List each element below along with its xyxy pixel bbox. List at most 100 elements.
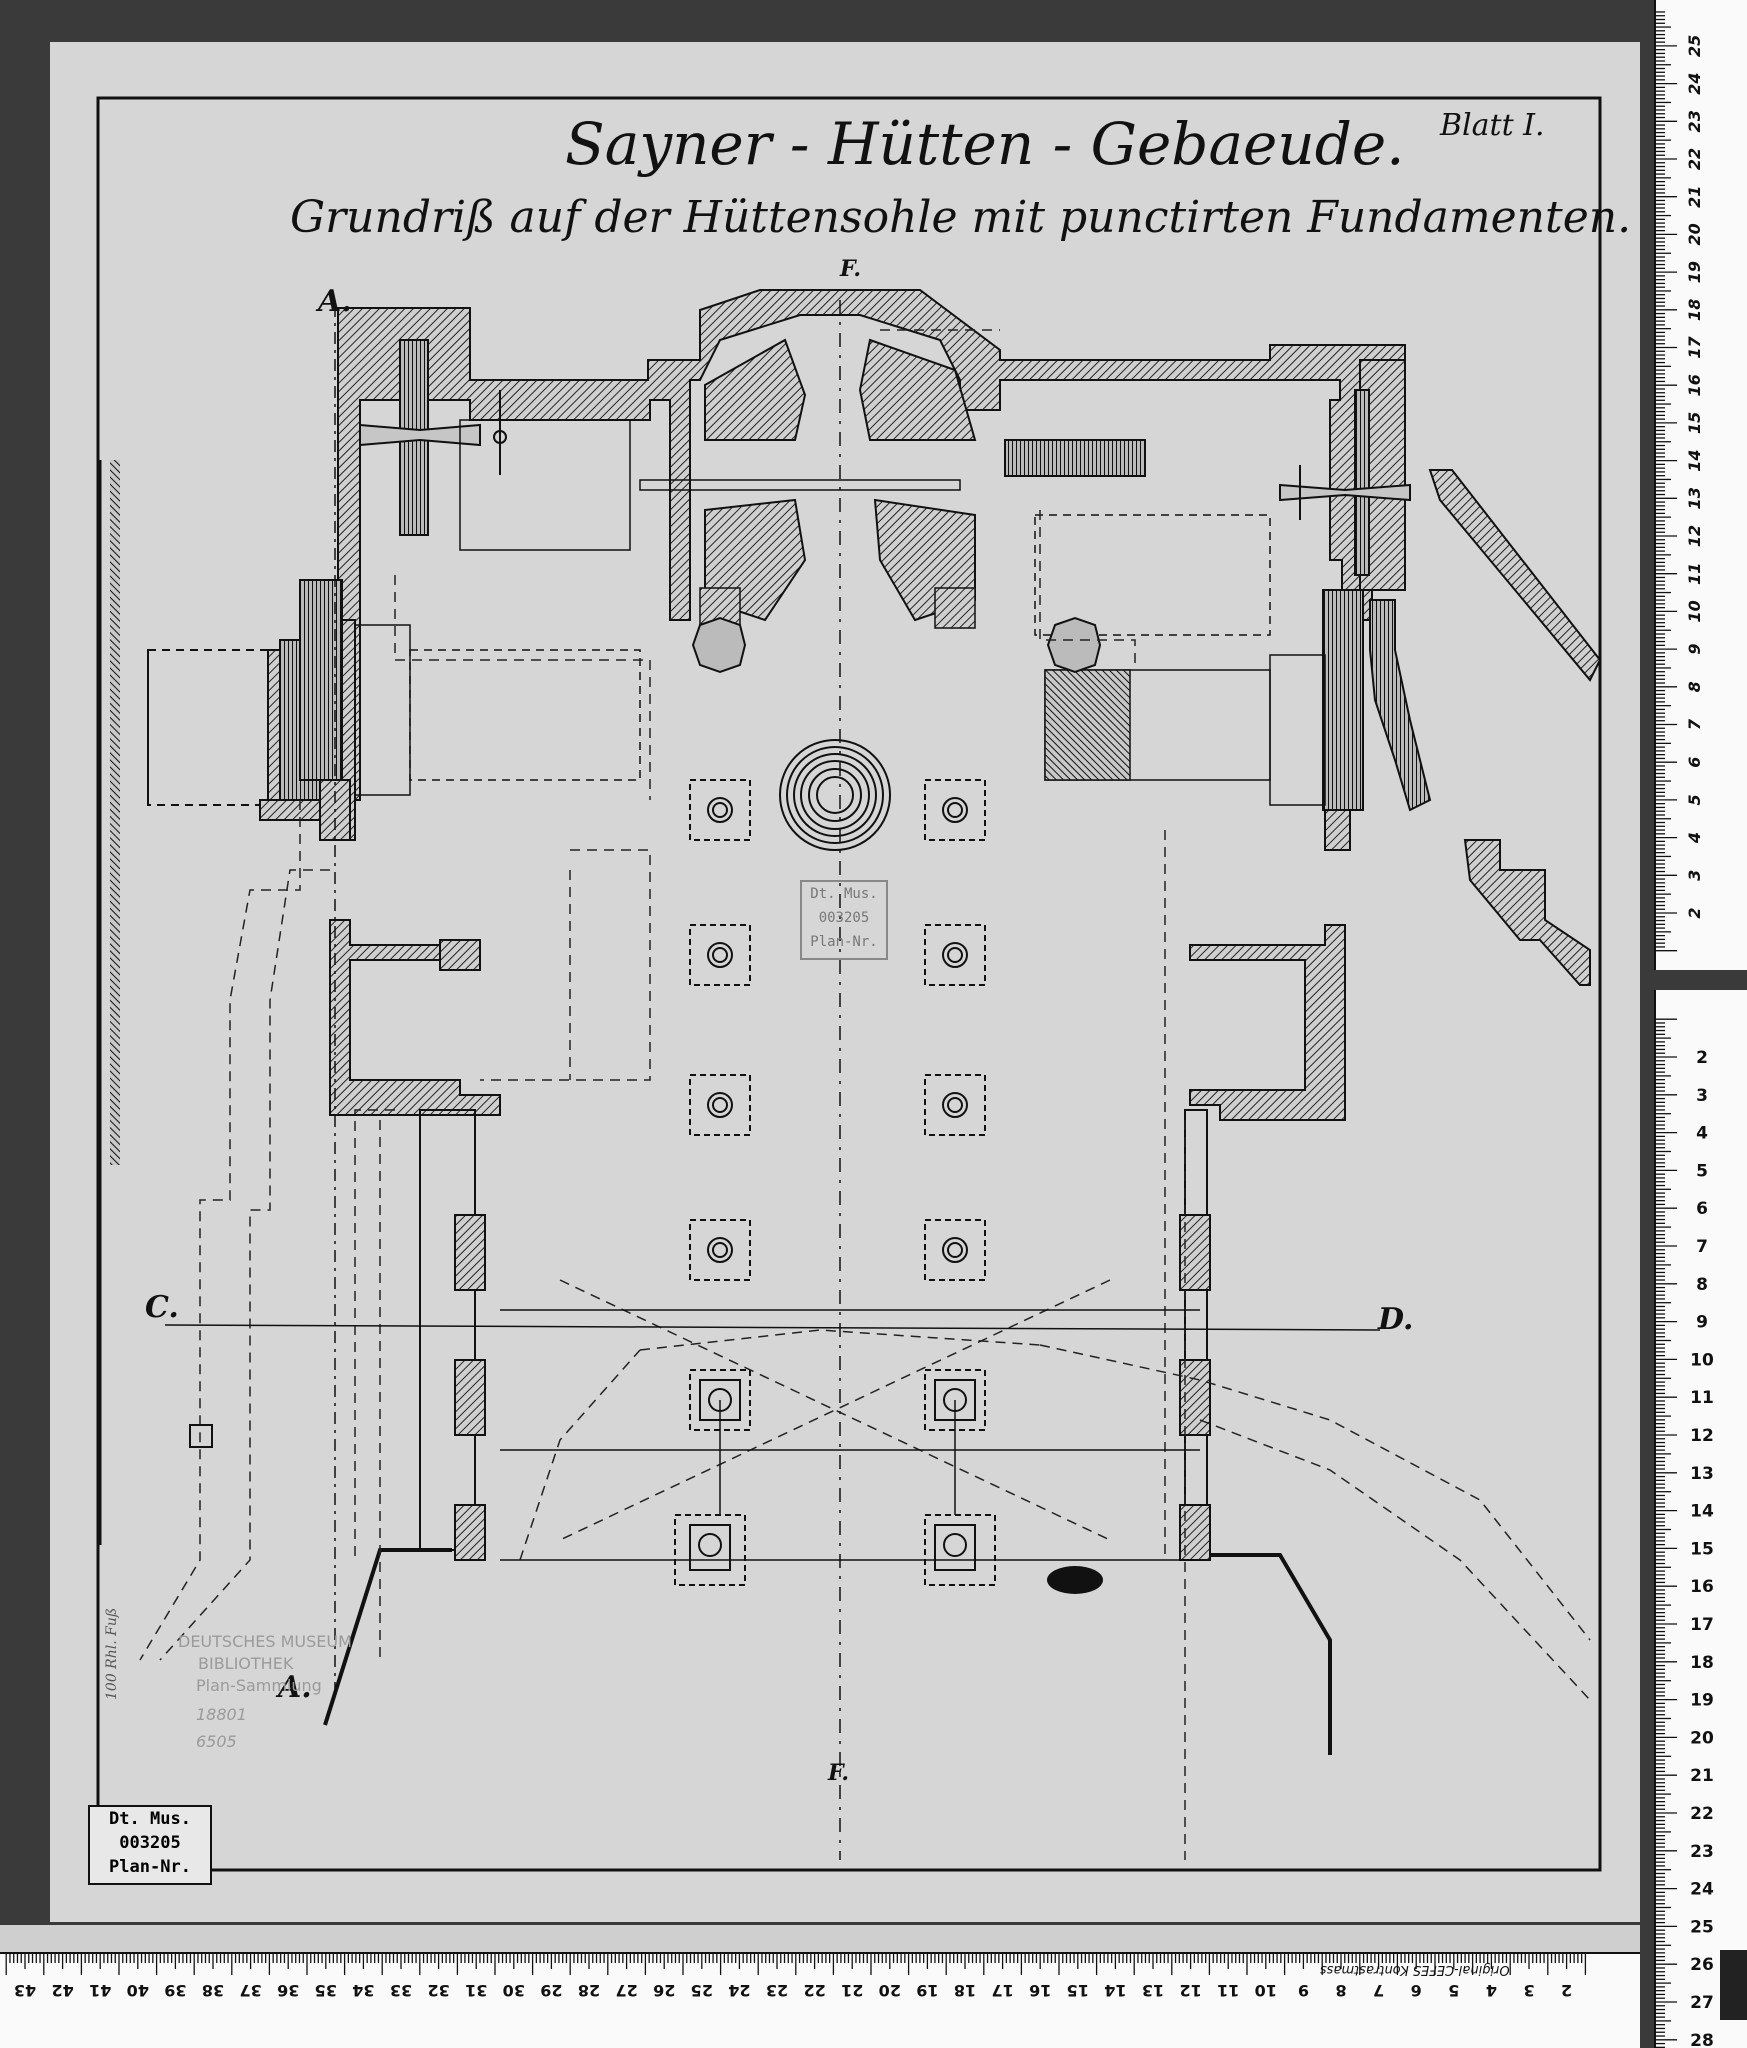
- ruler-bottom-number: 7: [1373, 1981, 1384, 2000]
- central-round-foundation: [779, 739, 891, 851]
- column: [924, 1074, 986, 1136]
- ruler-bottom-number: 6: [1411, 1981, 1422, 2000]
- ruler-right-lower-number: 17: [1690, 1615, 1714, 1635]
- ruler-bottom-number: 21: [841, 1981, 863, 2000]
- ruler-right-lower-number: 16: [1690, 1577, 1714, 1597]
- ruler-bottom-number: 38: [202, 1981, 224, 2000]
- ruler-right-upper-number: 19: [1685, 261, 1704, 283]
- right-ruler-lower: 2345678910111213141516171819202122232425…: [1654, 990, 1747, 2048]
- ruler-bottom-number: 35: [315, 1981, 337, 2000]
- ruler-right-upper-number: 10: [1685, 600, 1704, 622]
- scale-bar: [98, 460, 120, 1545]
- ruler-right-upper-number: 4: [1685, 832, 1704, 844]
- section-label-d: D.: [1378, 1302, 1414, 1337]
- ruler-right-upper-number: 23: [1685, 110, 1704, 132]
- ruler-bottom-number: 9: [1298, 1981, 1309, 2000]
- library-stamp-line-3: Plan-Sammlung: [196, 1676, 322, 1695]
- ruler-bottom-number: 37: [239, 1981, 261, 2000]
- square-marker: [189, 1424, 213, 1448]
- ruler-right-upper-number: 20: [1685, 223, 1704, 245]
- ruler-bottom-number: 22: [803, 1981, 825, 2000]
- section-lines: [164, 305, 1381, 1695]
- ruler-right-upper-number: 21: [1685, 186, 1704, 208]
- ruler-bottom-number: 19: [916, 1981, 938, 2000]
- ink-smudge: [1047, 1566, 1103, 1594]
- ruler-right-lower-number: 20: [1690, 1728, 1714, 1748]
- stamp-line-1: Dt. Mus.: [109, 1809, 191, 1829]
- ruler-right-lower-number: 12: [1690, 1426, 1714, 1446]
- ruler-right-lower-number: 22: [1690, 1804, 1714, 1824]
- ruler-right-lower-number: 6: [1696, 1199, 1708, 1219]
- column: [924, 924, 986, 986]
- ruler-right-upper-number: 7: [1685, 718, 1704, 730]
- column-foundations: [674, 779, 996, 1586]
- ruler-right-lower-number: 4: [1696, 1124, 1708, 1144]
- column: [924, 779, 986, 841]
- ruler-right-upper-number: 8: [1685, 681, 1704, 692]
- inner-rooms: [354, 300, 1326, 1860]
- ruler-bottom-number: 15: [1067, 1981, 1089, 2000]
- ruler-right-upper-number: 2: [1685, 907, 1704, 918]
- section-label-a-top: A.: [318, 284, 352, 319]
- ruler-bottom-number: 20: [879, 1981, 901, 2000]
- left-annex: [147, 639, 323, 811]
- ruler-right-upper-number: 3: [1685, 870, 1704, 881]
- plan-title: Sayner - Hütten - Gebaeude.: [565, 110, 1405, 178]
- ruler-right-lower-number: 14: [1690, 1502, 1714, 1522]
- faint-number-2: 6505: [196, 1732, 237, 1751]
- ruler-right-lower-number: 27: [1690, 1993, 1714, 2013]
- ruler-right-upper-number: 18: [1685, 299, 1704, 321]
- ruler-bottom-number: 24: [728, 1981, 750, 2000]
- scale-bar-caption: 100 Rhl. Fuß: [104, 1607, 120, 1700]
- faint-number-1: 18801: [196, 1705, 247, 1724]
- ruler-right-upper-number: 25: [1685, 35, 1704, 57]
- ruler-bottom-number: 4: [1486, 1981, 1497, 2000]
- ruler-bottom-number: 39: [164, 1981, 186, 2000]
- ruler-bottom-number: 27: [615, 1981, 637, 2000]
- ruler-bottom-number: 5: [1448, 1981, 1459, 2000]
- faint-stamp-line-1: Dt. Mus.: [810, 886, 878, 902]
- ruler-bottom-number: 42: [51, 1981, 73, 2000]
- ruler-bottom-number: 13: [1142, 1981, 1164, 2000]
- column: [924, 1219, 986, 1281]
- ruler-bottom-number: 11: [1217, 1981, 1239, 2000]
- section-label-f-bottom: F.: [828, 1760, 850, 1786]
- section-label-c: C.: [145, 1290, 179, 1325]
- ruler-right-upper-number: 13: [1685, 487, 1704, 509]
- ruler-right-lower-number: 23: [1690, 1842, 1714, 1862]
- ruler-bottom-number: 43: [14, 1981, 36, 2000]
- ruler-right-upper-number: 12: [1685, 525, 1704, 547]
- ruler-bottom-number: 10: [1255, 1981, 1277, 2000]
- ruler-bottom-number: 29: [540, 1981, 562, 2000]
- ruler-bottom-number: 18: [954, 1981, 976, 2000]
- ruler-right-upper-number: 17: [1685, 336, 1704, 359]
- ruler-bottom-number: 8: [1335, 1981, 1346, 2000]
- octagon-posts: [691, 616, 1102, 674]
- column: [689, 779, 751, 841]
- column: [924, 1514, 996, 1586]
- wheel-axles: [359, 390, 1411, 520]
- ruler-right-lower-number: 15: [1690, 1539, 1714, 1559]
- ruler-right-lower-number: 10: [1690, 1350, 1714, 1370]
- ruler-right-lower-number: 8: [1696, 1275, 1708, 1295]
- ruler-right-lower-number: 5: [1696, 1161, 1708, 1181]
- ruler-bottom-number: 26: [653, 1981, 675, 2000]
- library-stamp-line-1: DEUTSCHES MUSEUM: [178, 1632, 352, 1651]
- ruler-right-lower-number: 24: [1690, 1880, 1714, 1900]
- library-stamp-line-2: BIBLIOTHEK: [198, 1654, 294, 1673]
- ruler-brand-text: Original-CEFES Kontrastmass: [1320, 1962, 1510, 1977]
- ruler-right-upper-number: 11: [1685, 563, 1704, 585]
- ruler-right-lower-number: 25: [1690, 1917, 1714, 1937]
- ruler-bottom-number: 12: [1179, 1981, 1201, 2000]
- ruler-right-lower-number: 26: [1690, 1955, 1714, 1975]
- ruler-right-lower-number: 18: [1690, 1653, 1714, 1673]
- section-label-a-bottom: A.: [278, 1670, 312, 1705]
- ruler-bottom-number: 28: [578, 1981, 600, 2000]
- faint-stamp-line-3: Plan-Nr.: [810, 934, 878, 950]
- faint-stamp-line-2: 003205: [818, 910, 870, 926]
- ruler-right-lower-number: 7: [1696, 1237, 1708, 1257]
- ruler-bottom-number: 30: [503, 1981, 525, 2000]
- ruler-right-upper-number: 22: [1685, 148, 1704, 170]
- ruler-bottom-number: 33: [390, 1981, 412, 2000]
